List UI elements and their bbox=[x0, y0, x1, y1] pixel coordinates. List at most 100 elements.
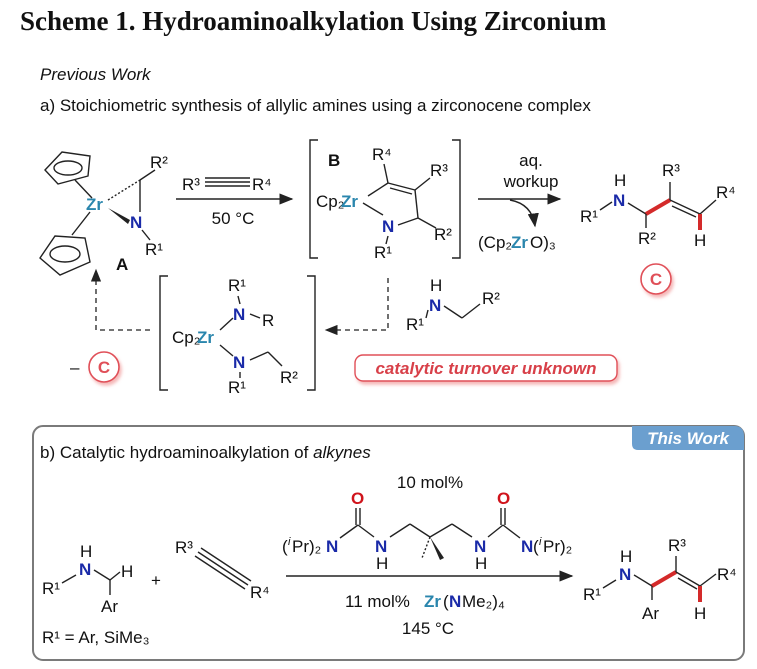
svg-text:R²: R² bbox=[434, 225, 452, 244]
catalytic-turnover-badge: catalytic turnover unknown bbox=[354, 354, 618, 382]
svg-text:Ar: Ar bbox=[101, 597, 118, 616]
workup-arrow: aq. workup (Cp₂ Zr O)₃ bbox=[478, 151, 562, 252]
svg-text:(: ( bbox=[282, 537, 288, 556]
svg-text:N: N bbox=[474, 537, 486, 556]
svg-text:R²: R² bbox=[482, 289, 500, 308]
amine-reagent: H N R¹ R² bbox=[406, 276, 500, 334]
svg-text:N: N bbox=[521, 537, 533, 556]
label-c-circle: C bbox=[640, 263, 672, 295]
svg-text:N: N bbox=[79, 560, 91, 579]
svg-text:R³: R³ bbox=[175, 538, 193, 557]
svg-text:H: H bbox=[80, 542, 92, 561]
svg-text:Pr)₂: Pr)₂ bbox=[292, 537, 321, 556]
svg-text:R¹: R¹ bbox=[374, 243, 392, 262]
svg-text:N: N bbox=[429, 296, 441, 315]
svg-text:C: C bbox=[98, 358, 110, 377]
svg-text:R⁴: R⁴ bbox=[716, 183, 736, 202]
svg-text:H: H bbox=[376, 554, 388, 573]
svg-text:O)₃: O)₃ bbox=[530, 233, 556, 252]
svg-text:R⁴: R⁴ bbox=[372, 145, 392, 164]
label-a: A bbox=[116, 255, 128, 274]
scheme-title: Scheme 1. Hydroaminoalkylation Using Zir… bbox=[20, 6, 607, 36]
previous-work-label: Previous Work bbox=[40, 65, 152, 84]
svg-text:N: N bbox=[375, 537, 387, 556]
dashed-arrow-to-a bbox=[90, 268, 150, 331]
part-b-heading: b) Catalytic hydroaminoalkylation of alk… bbox=[40, 443, 371, 462]
this-work-panel: This Work b) Catalytic hydroaminoalkylat… bbox=[32, 425, 745, 661]
svg-text:(: ( bbox=[443, 592, 449, 611]
svg-text:i: i bbox=[288, 536, 291, 548]
bis-amide-complex: Cp₂ Zr R¹ N R N R² R¹ bbox=[159, 275, 316, 397]
svg-text:N: N bbox=[130, 213, 142, 232]
svg-text:R⁴: R⁴ bbox=[250, 583, 270, 602]
svg-text:Me₂)₄: Me₂)₄ bbox=[462, 592, 505, 611]
svg-text:Zr: Zr bbox=[341, 192, 358, 211]
svg-text:H: H bbox=[620, 547, 632, 566]
svg-text:H: H bbox=[694, 604, 706, 623]
svg-text:R³: R³ bbox=[668, 536, 686, 555]
svg-text:R³: R³ bbox=[662, 161, 680, 180]
svg-text:H: H bbox=[694, 231, 706, 250]
alkyne: R³ R⁴ bbox=[175, 538, 270, 602]
svg-text:(Cp₂: (Cp₂ bbox=[478, 233, 512, 252]
svg-text:i: i bbox=[539, 536, 542, 548]
svg-text:R⁴: R⁴ bbox=[252, 175, 272, 194]
svg-text:R¹: R¹ bbox=[583, 585, 601, 604]
svg-text:Ar: Ar bbox=[642, 604, 659, 623]
cyclopentadienyl-ring-bottom bbox=[39, 235, 91, 276]
svg-text:Cp₂: Cp₂ bbox=[316, 192, 344, 211]
svg-text:R²: R² bbox=[280, 368, 298, 387]
svg-text:R¹: R¹ bbox=[228, 276, 246, 295]
svg-text:H: H bbox=[121, 562, 133, 581]
product-c: R¹ H N R² R³ R⁴ H C bbox=[580, 161, 736, 295]
svg-text:Cp₂: Cp₂ bbox=[172, 328, 200, 347]
svg-text:H: H bbox=[614, 171, 626, 190]
svg-text:Pr)₂: Pr)₂ bbox=[543, 537, 572, 556]
svg-text:R²: R² bbox=[638, 229, 656, 248]
svg-text:H: H bbox=[430, 276, 442, 295]
part-a-heading: a) Stoichiometric synthesis of allylic a… bbox=[40, 96, 591, 115]
svg-text:Zr: Zr bbox=[86, 195, 103, 214]
svg-text:Zr: Zr bbox=[197, 328, 214, 347]
svg-text:R¹ = Ar, SiMe₃: R¹ = Ar, SiMe₃ bbox=[42, 628, 150, 647]
svg-text:N: N bbox=[613, 191, 625, 210]
minus-c-circle: C bbox=[88, 351, 120, 383]
svg-text:O: O bbox=[351, 489, 364, 508]
svg-text:R¹: R¹ bbox=[580, 207, 598, 226]
svg-text:R³: R³ bbox=[182, 175, 200, 194]
dashed-arrow-to-amide bbox=[324, 278, 389, 336]
svg-text:C: C bbox=[650, 270, 662, 289]
svg-text:R¹: R¹ bbox=[42, 579, 60, 598]
svg-text:aq.: aq. bbox=[519, 151, 543, 170]
svg-text:Zr: Zr bbox=[511, 233, 528, 252]
svg-text:B: B bbox=[328, 151, 340, 170]
intermediate-b: B R⁴ R³ Cp₂ Zr N R² R¹ bbox=[309, 139, 461, 262]
svg-text:(: ( bbox=[533, 537, 539, 556]
svg-text:O: O bbox=[497, 489, 510, 508]
svg-text:N: N bbox=[619, 565, 631, 584]
svg-text:H: H bbox=[475, 554, 487, 573]
svg-text:R³: R³ bbox=[430, 161, 448, 180]
svg-text:R²: R² bbox=[150, 153, 168, 172]
svg-text:N: N bbox=[233, 353, 245, 372]
allylic-amine-product: H N R¹ Ar R³ R⁴ H bbox=[583, 536, 737, 623]
svg-text:catalytic turnover unknown: catalytic turnover unknown bbox=[375, 359, 596, 378]
urea-ligand: 10 mol% O O ( i Pr)₂ N N H N H N ( i Pr)… bbox=[282, 473, 572, 573]
svg-text:N: N bbox=[233, 305, 245, 324]
svg-text:N: N bbox=[326, 537, 338, 556]
plus-sign: + bbox=[151, 571, 161, 590]
svg-text:11 mol%: 11 mol% bbox=[345, 592, 410, 611]
svg-text:R¹: R¹ bbox=[228, 378, 246, 397]
svg-text:R⁴: R⁴ bbox=[717, 565, 737, 584]
svg-text:50 °C: 50 °C bbox=[212, 209, 255, 228]
cyclopentadienyl-ring-top bbox=[44, 151, 91, 185]
catalytic-arrow: 11 mol% Zr ( N Me₂)₄ 145 °C bbox=[286, 570, 574, 638]
svg-text:145 °C: 145 °C bbox=[402, 619, 454, 638]
svg-text:10 mol%: 10 mol% bbox=[397, 473, 463, 492]
minus-sign: – bbox=[70, 358, 80, 377]
svg-text:workup: workup bbox=[503, 172, 559, 191]
step1-arrow: R³ R⁴ 50 °C bbox=[176, 175, 294, 228]
svg-text:N: N bbox=[382, 217, 394, 236]
svg-text:R¹: R¹ bbox=[406, 315, 424, 334]
